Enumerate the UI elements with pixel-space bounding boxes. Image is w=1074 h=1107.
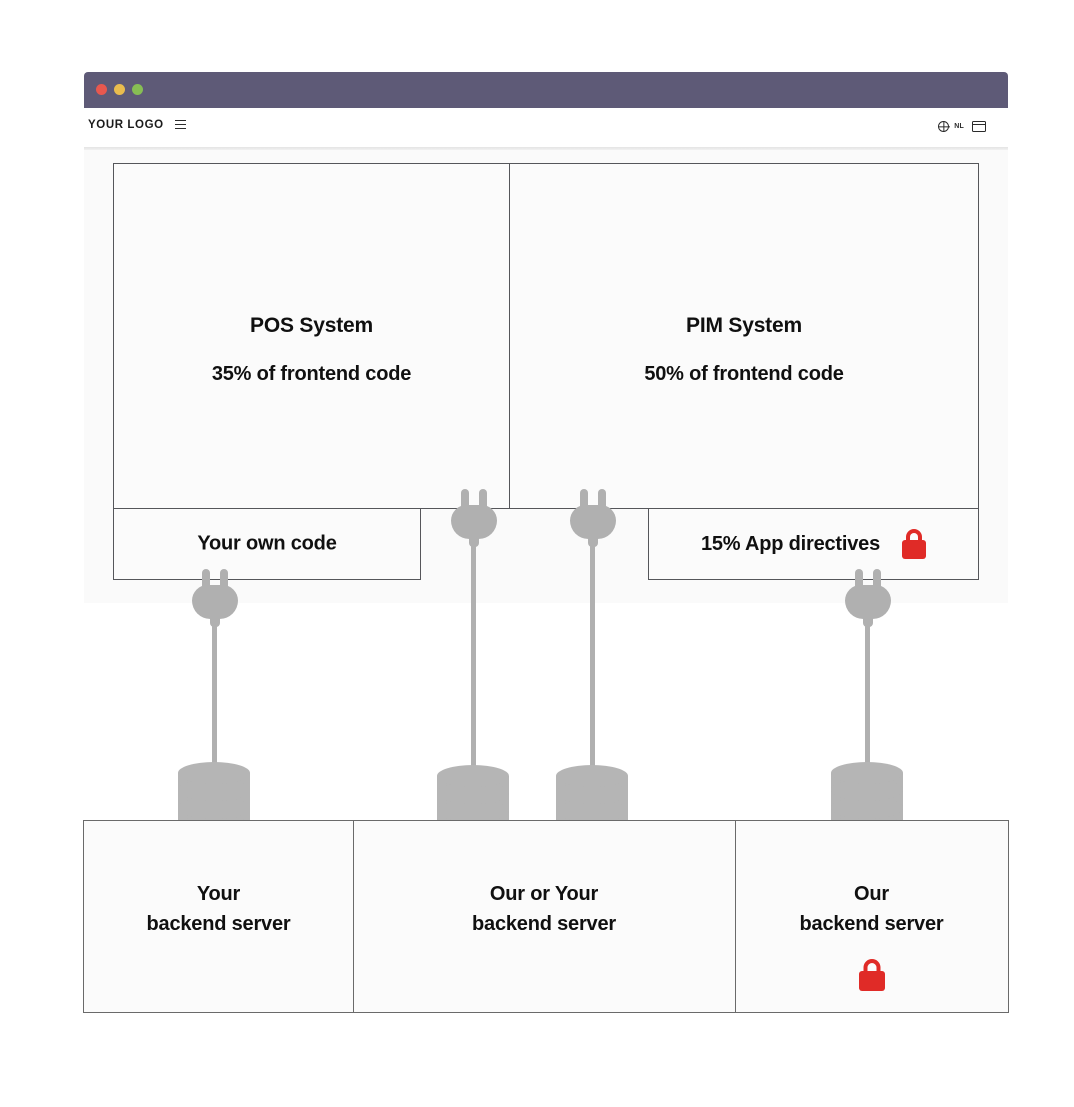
- card-icon[interactable]: [972, 121, 986, 132]
- connector-4: [842, 569, 894, 631]
- lock-icon: [902, 529, 927, 559]
- our-or-your-backend-line2: backend server: [472, 913, 616, 935]
- pim-system-labels: PIM System 50% of frontend code: [510, 314, 978, 386]
- header-utilities: NL: [938, 121, 986, 132]
- connector-3-cord: [590, 545, 595, 778]
- lock-icon: [858, 959, 885, 991]
- server-divider-1: [353, 821, 355, 1012]
- pim-system-box: PIM System 50% of frontend code: [509, 163, 979, 509]
- our-backend-line2: backend server: [799, 913, 944, 935]
- pim-system-title: PIM System: [686, 314, 802, 337]
- window-close-dot[interactable]: [96, 84, 107, 95]
- plug-icon: [448, 489, 500, 551]
- hamburger-icon[interactable]: [175, 120, 186, 130]
- app-directives-box: 15% App directives: [648, 508, 979, 580]
- plug-icon: [189, 569, 241, 631]
- pim-system-subtitle: 50% of frontend code: [644, 363, 844, 385]
- your-own-code-label-wrap: Your own code: [114, 533, 420, 556]
- server-divider-2: [735, 821, 737, 1012]
- your-own-code-label: Your own code: [197, 532, 337, 555]
- pos-system-subtitle: 35% of frontend code: [211, 363, 412, 385]
- our-or-your-backend-server-cell: Our or Your backend server: [353, 821, 735, 1012]
- connector-3-database-icon: [556, 765, 628, 840]
- site-logo[interactable]: YOUR LOGO: [88, 119, 164, 131]
- language-label[interactable]: NL: [954, 123, 964, 130]
- plug-icon: [842, 569, 894, 631]
- your-own-code-box: Your own code: [113, 508, 421, 580]
- window-maximize-dot[interactable]: [132, 84, 143, 95]
- connector-3: [567, 489, 619, 551]
- our-or-your-backend-server-label: Our or Your backend server: [472, 879, 616, 939]
- globe-icon[interactable]: [938, 121, 950, 132]
- window-minimize-dot[interactable]: [114, 84, 125, 95]
- your-backend-line1: Your: [196, 883, 241, 905]
- your-backend-server-cell: Your backend server: [84, 821, 353, 1012]
- our-backend-server-label: Our backend server: [800, 879, 944, 939]
- plug-icon: [567, 489, 619, 551]
- your-backend-line2: backend server: [146, 913, 291, 935]
- header-divider: [84, 147, 1008, 150]
- browser-titlebar: [84, 72, 1008, 108]
- pos-system-box: POS System 35% of frontend code: [113, 163, 510, 509]
- connector-1-cord: [212, 625, 217, 775]
- backend-servers-row: Your backend server Our or Your backend …: [83, 820, 1009, 1013]
- your-backend-server-label: Your backend server: [147, 879, 291, 939]
- connector-4-cord: [865, 625, 870, 775]
- app-directives-label: 15% App directives: [700, 532, 881, 555]
- connector-1: [189, 569, 241, 631]
- connector-2: [448, 489, 500, 551]
- site-header: YOUR LOGO NL: [84, 108, 1008, 147]
- app-directives-label-wrap: 15% App directives: [649, 529, 978, 559]
- pos-system-title: POS System: [250, 314, 373, 337]
- our-or-your-backend-line1: Our or Your: [489, 883, 599, 905]
- pos-system-labels: POS System 35% of frontend code: [114, 314, 509, 386]
- our-backend-server-cell: Our backend server: [735, 821, 1008, 1012]
- our-backend-line1: Our: [854, 883, 889, 905]
- connector-2-cord: [471, 545, 476, 778]
